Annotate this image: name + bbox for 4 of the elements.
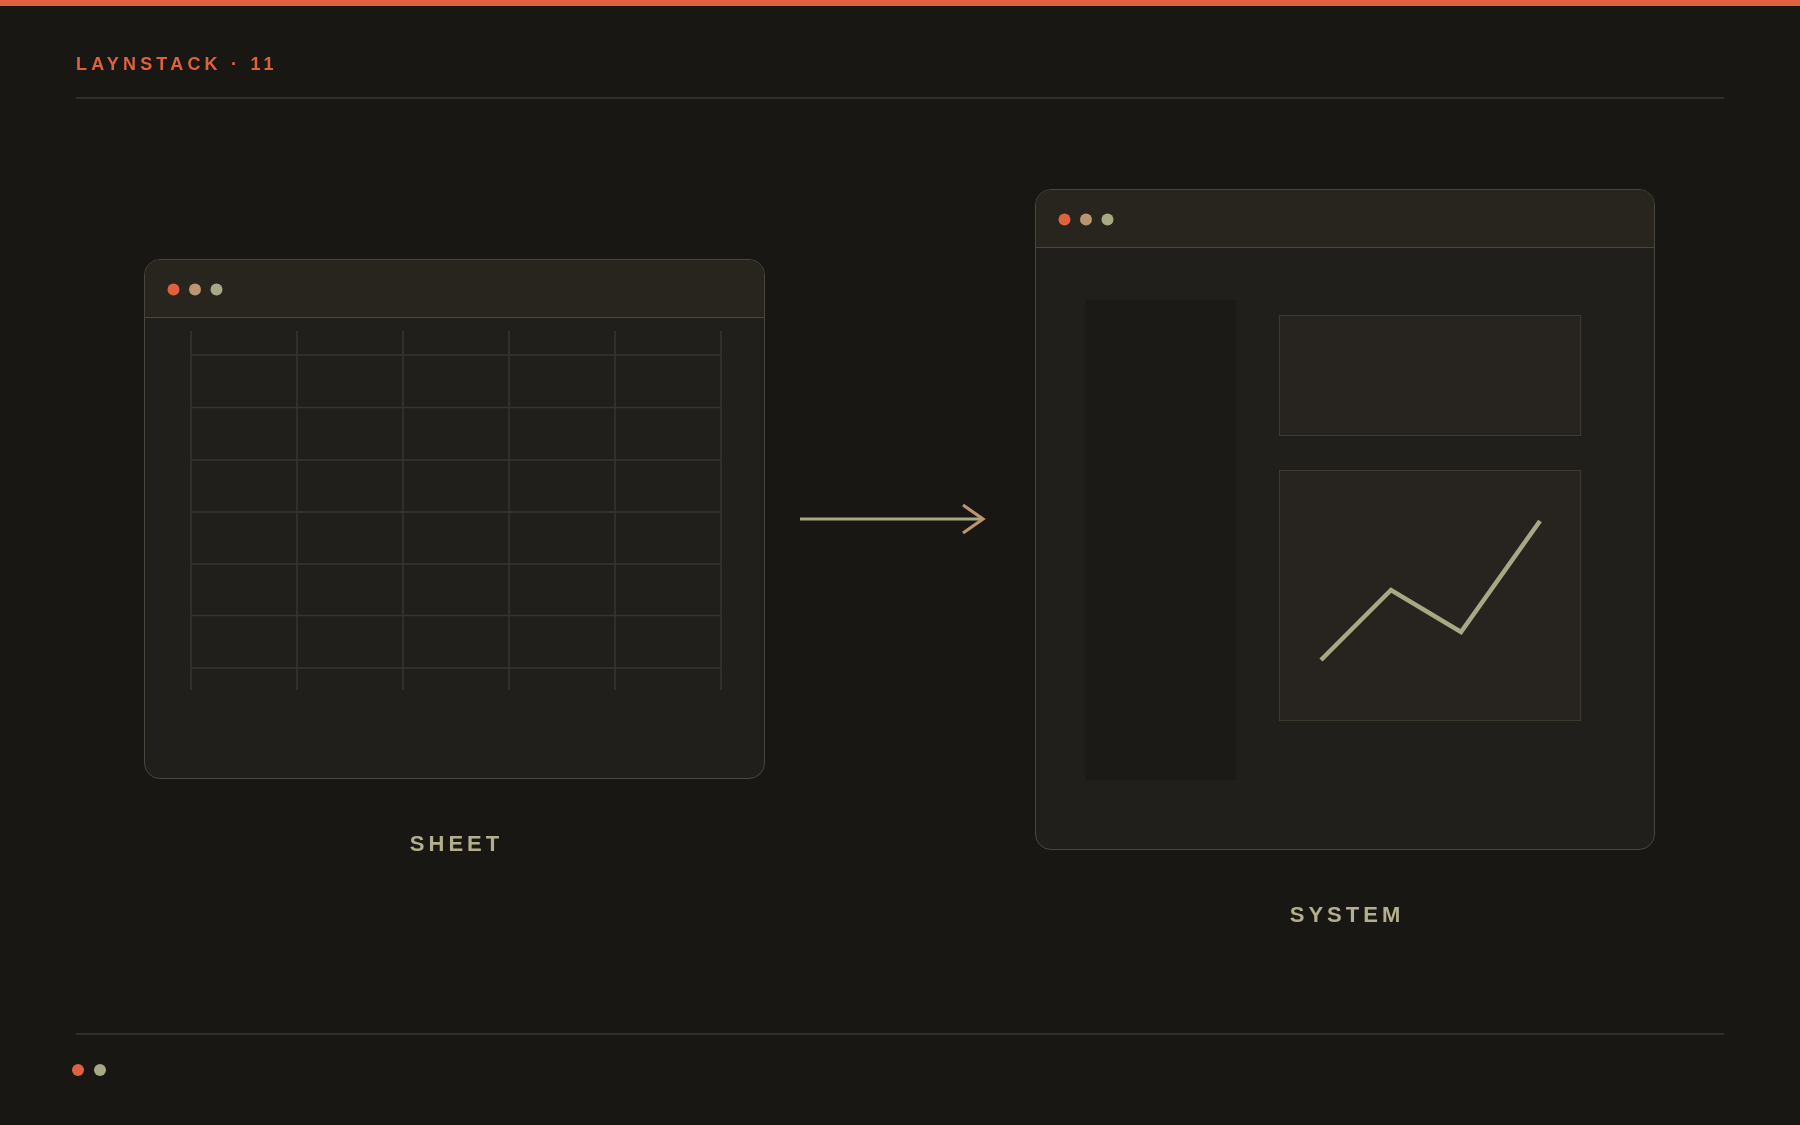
window-caption: SHEET xyxy=(408,833,504,855)
arrow xyxy=(800,503,985,535)
page-title: LAYNSTACK · 11 xyxy=(76,55,278,73)
window-caption: SYSTEM xyxy=(1288,904,1405,926)
